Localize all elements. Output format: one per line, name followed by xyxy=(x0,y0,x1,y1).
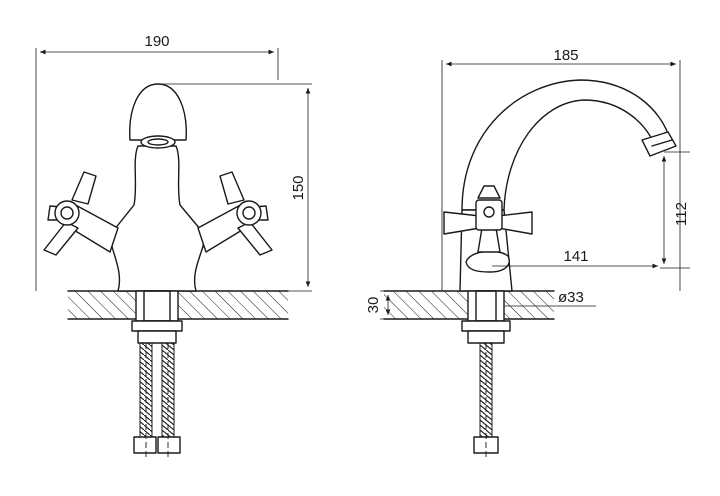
right-cross-handle xyxy=(219,171,273,256)
side-spout-tip xyxy=(641,131,677,157)
side-mounting-shank xyxy=(461,290,511,344)
side-view: 185 112 141 30 ø33 xyxy=(365,47,690,460)
side-counter-thickness-label: 30 xyxy=(365,297,382,314)
front-faucet-body xyxy=(109,145,206,292)
side-spout-height-dimension: 112 xyxy=(660,151,690,269)
front-height-label: 150 xyxy=(290,175,307,200)
front-spout xyxy=(129,83,187,141)
side-supply-hose xyxy=(473,342,499,460)
side-reach-label: 185 xyxy=(553,47,578,64)
side-hole-diameter-label: ø33 xyxy=(558,289,584,306)
side-cross-handle xyxy=(443,185,533,253)
front-width-label: 190 xyxy=(144,33,169,50)
front-height-dimension: 150 xyxy=(160,83,312,292)
side-spout-offset-dimension: 141 xyxy=(492,248,658,269)
side-hole-diameter-dimension: ø33 xyxy=(504,289,596,307)
front-width-dimension: 190 xyxy=(35,33,279,291)
left-cross-handle xyxy=(43,171,97,256)
side-spout-offset-label: 141 xyxy=(563,248,588,265)
front-mounting-shank xyxy=(131,290,183,344)
side-base-flange xyxy=(465,250,510,273)
side-spout-height-label: 112 xyxy=(673,202,690,226)
front-supply-hoses xyxy=(133,342,181,460)
front-view: 190 150 xyxy=(35,33,312,460)
side-reach-dimension: 185 xyxy=(441,47,681,291)
side-counter-thickness-dimension: 30 xyxy=(365,290,398,320)
front-spout-outlet xyxy=(140,135,176,149)
